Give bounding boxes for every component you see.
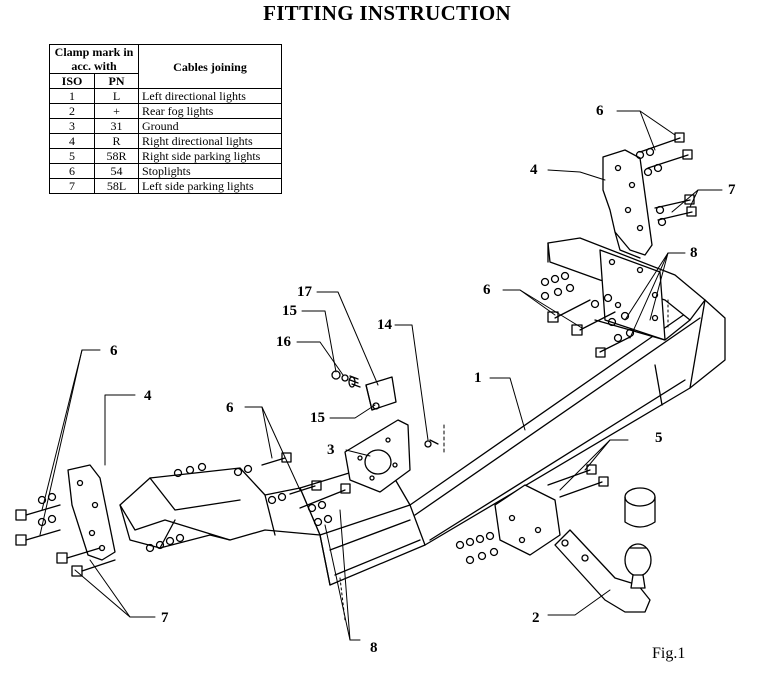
label-right-bolts-side: 7	[728, 182, 736, 198]
label-center-bolts: 6	[226, 400, 234, 416]
right-bracket	[602, 149, 653, 259]
label-ball-arm: 2	[532, 610, 540, 626]
pn-header: PN	[94, 73, 139, 89]
label-left-bracket: 4	[144, 388, 152, 404]
label-right-bracket: 4	[530, 162, 538, 178]
tow-ball-arm	[554, 487, 656, 613]
right-bolt-set	[540, 132, 697, 358]
clamp-mark-table: Clamp mark in acc. with Cables joining I…	[48, 44, 282, 194]
label-right-nuts: 8	[690, 245, 698, 261]
left-bracket	[67, 464, 116, 561]
label-left-bolts-top: 6	[110, 343, 118, 359]
label-left-bolts-bottom: 7	[161, 610, 169, 626]
pn-cell: 31	[94, 118, 139, 134]
center-bolt-set	[455, 464, 609, 565]
left-bolt-set	[15, 452, 351, 577]
cable-cell: Right directional lights	[138, 133, 282, 149]
cable-cell: Ground	[138, 118, 282, 134]
label-socket-spring: 16	[276, 334, 291, 350]
pn-cell: 58L	[94, 178, 139, 194]
right-mounting-plate	[547, 237, 706, 341]
label-ball-bolts: 5	[655, 430, 663, 446]
iso-cell: 5	[48, 148, 96, 164]
label-socket-washer-top: 15	[282, 303, 297, 319]
label-right-bolts-top: 6	[596, 103, 604, 119]
ball-mount-bracket	[494, 484, 561, 556]
label-right-bolts-mid: 6	[483, 282, 491, 298]
leader-lines	[39, 110, 723, 641]
label-center-nuts: 8	[370, 640, 378, 656]
left-side-assembly	[119, 467, 321, 549]
figure-label: Fig.1	[652, 645, 686, 662]
cable-cell: Stoplights	[138, 163, 282, 179]
cables-joining-header: Cables joining	[138, 44, 282, 89]
label-socket-washer-mid: 15	[310, 410, 325, 426]
socket-plate	[344, 419, 439, 493]
label-socket-nut: 17	[297, 284, 312, 300]
iso-cell: 7	[48, 178, 96, 194]
page-title: FITTING INSTRUCTION	[263, 1, 511, 25]
crossbar	[299, 299, 726, 586]
cable-cell: Left side parking lights	[138, 178, 282, 194]
clamp-mark-header: Clamp mark in acc. with	[49, 44, 139, 74]
pn-cell: 54	[94, 163, 139, 179]
label-crossbar: 1	[474, 370, 482, 386]
label-socket-bolt: 14	[377, 317, 392, 333]
label-socket-plate: 3	[327, 442, 335, 458]
socket-hardware	[331, 370, 397, 411]
cable-cell: Right side parking lights	[138, 148, 282, 164]
